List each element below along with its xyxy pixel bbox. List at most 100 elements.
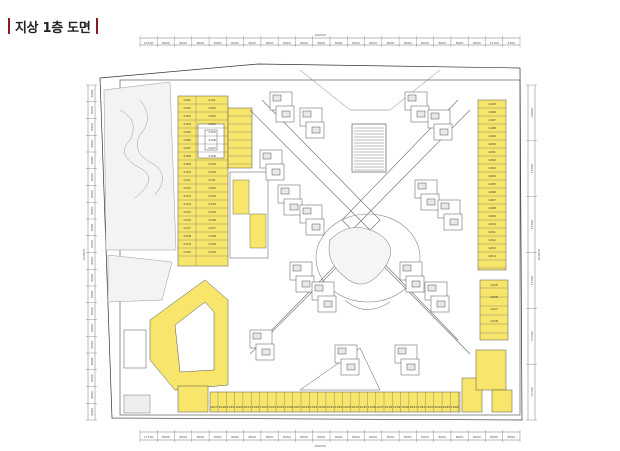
building-core [397,347,407,355]
unit-label: 1200 [488,142,496,146]
title-bar-left [8,18,10,34]
unit-label: 1118 [183,234,191,238]
building-core [406,363,416,371]
building-cluster [259,149,285,181]
dimension-segment-label: 8000 [369,41,377,45]
building-cluster [404,91,430,123]
dimension-segment-label: 14700 [144,41,154,45]
dimension-segment-label: 8000 [369,435,377,439]
dimension-segment-label: 8000 [456,435,464,439]
unit-label: 1029 [310,405,318,409]
unit-label: 1042 [418,405,426,409]
building-cluster [269,91,295,123]
dimension-segment-label: 8000 [90,290,94,298]
left-segment-labels: 8000800080008000800080008000800080008000… [90,89,94,415]
unit-label: 1138 [208,234,216,238]
unit-label: 1133 [208,194,216,198]
dimension-segment-label: 8000 [335,41,343,45]
unit-label: 1206 [488,190,496,194]
dimension-segment-label: 17300 [530,220,534,230]
dimension-segment-label: 8000 [266,435,274,439]
unit-label: 1114 [183,202,191,206]
dimension-segment-label: 8000 [231,435,239,439]
dimension-segment-label: 8000 [90,391,94,399]
unit-label: 1020 [235,405,243,409]
building-cluster [424,281,450,313]
unit-label: 1021 [243,405,251,409]
unit-label: 1026 [285,405,293,409]
unit-label: 1122 [208,106,216,110]
title-bar-right [95,18,98,34]
dimension-segment-label: 8000 [248,41,256,45]
building-core [289,203,299,211]
unit-label: 1045 [443,405,451,409]
dimension-segment-label: 8000 [508,435,516,439]
unit-label: 1196 [488,110,496,114]
unit-label: 1040 [401,405,409,409]
building-cluster [394,344,420,376]
unit-label: 1205 [488,182,496,186]
unit-label: 1038 [384,405,392,409]
building-cluster [299,204,325,236]
dimension-segment-label: 8000 [335,435,343,439]
right-total-dimension: 163870 [537,249,541,261]
unit-label: 1129 [208,162,216,166]
unit-label: 1019 [227,405,235,409]
dimension-segment-label: 8000 [90,240,94,248]
unit-label: 1197 [488,118,496,122]
dimension-segment-label: 8000 [387,41,395,45]
dimension-segment-label: 8000 [179,435,187,439]
building-core [416,110,426,118]
unit-label: 1046 [451,405,459,409]
dimension-segment-label: 8000 [90,307,94,315]
unit-label: 1104 [183,122,191,126]
unit-label: 1203 [488,166,496,170]
east-unit-labels: 1195119611971198119912001201120212031204… [488,102,498,323]
dimension-segment-label: 8000 [90,207,94,215]
building-core [323,300,333,308]
building-core [262,152,272,160]
unit-label: 1105 [183,130,191,134]
unit-label: 1134 [208,202,216,206]
unit-label: 1198 [488,126,496,130]
building-core [440,202,450,210]
building-core [439,128,449,136]
building-core [302,110,312,118]
building-core [261,348,271,356]
unit-label: 1212 [488,238,496,242]
unit-label: 1030 [318,405,326,409]
building-cluster [277,184,303,216]
unit-label: 1034 [351,405,359,409]
unit-label: 1044 [434,405,442,409]
unit-label: 1115 [183,210,191,214]
dimension-segment-label: 8000 [90,357,94,365]
unit-label: 1217 [490,307,498,311]
unit-label: 1121 [208,98,216,102]
dimension-segment-label: 8000 [197,41,205,45]
site-boundary [99,63,523,421]
unit-label: 1112 [183,186,191,190]
unit-label: 1132 [208,186,216,190]
dimension-segment-label: 8000 [90,156,94,164]
dimension-segment-label: 17300 [530,387,534,397]
unit-label: 1018 [218,405,226,409]
unit-label: 1023 [260,405,268,409]
unit-label: 1199 [488,134,496,138]
dimension-segment-label: 11700 [489,41,499,45]
building-core [430,112,440,120]
dimension-segment-label: 8000 [473,435,481,439]
unit-label: 1022 [252,405,260,409]
building-core [417,182,427,190]
dimension-segment-label: 8000 [90,173,94,181]
unit-label: 1102 [183,106,191,110]
central-plaza [249,99,471,355]
building-core [301,280,311,288]
unit-label: 1108 [183,154,191,158]
building-cluster [334,344,360,376]
unit-label: 1106 [183,138,191,142]
dimension-segment-label: 8000 [90,257,94,265]
building-core [449,218,459,226]
